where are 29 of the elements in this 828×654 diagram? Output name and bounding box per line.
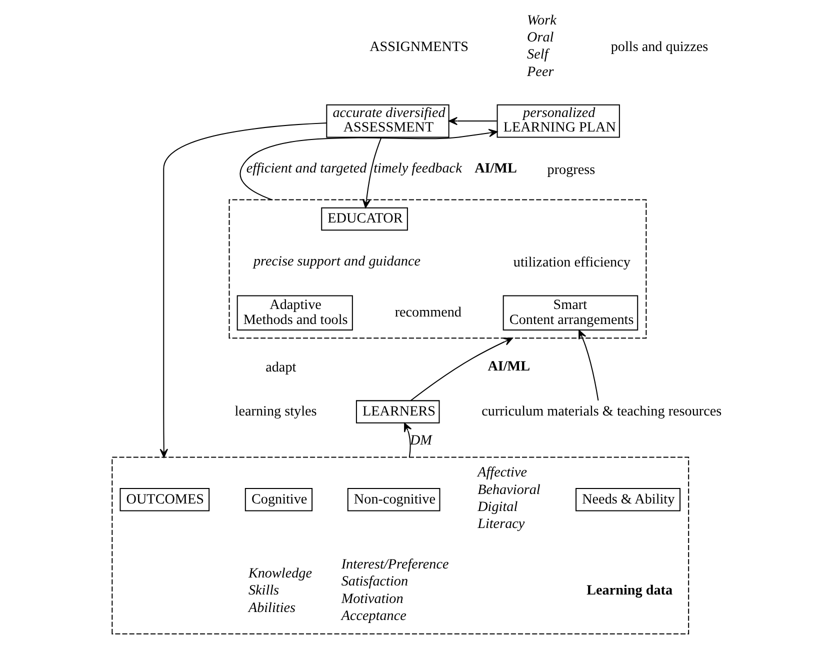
label: Satisfaction [341, 573, 408, 590]
label: Learning data [586, 582, 673, 598]
label: recommend [394, 304, 462, 320]
label: Digital [478, 498, 518, 514]
label: utilization efficiency [513, 254, 630, 270]
label: AI/ML [488, 358, 530, 374]
edge-label: efficient and targeted [246, 160, 367, 176]
label: Acceptance [341, 607, 406, 624]
label: AI/ML [474, 160, 517, 176]
label: Abilities [248, 599, 296, 616]
label: polls and quizzes [610, 38, 708, 55]
label: Skills [248, 582, 280, 598]
label: progress [547, 161, 596, 178]
label: Peer [527, 63, 554, 80]
label: learning styles [234, 403, 317, 420]
label: Behavioral [478, 481, 540, 498]
label: Literacy [478, 516, 525, 532]
node-text: curriculum materials & teaching resources [482, 403, 722, 420]
label: Oral [527, 29, 554, 46]
label: ASSIGNMENTS [370, 38, 468, 55]
label: Self [527, 46, 548, 62]
label: Work [527, 12, 556, 28]
label: Motivation [341, 590, 404, 606]
label: Affective [478, 464, 528, 480]
edge-label: timely feedback [374, 160, 462, 176]
label: Interest/Preference [341, 556, 449, 572]
label: precise support and guidance [253, 253, 420, 270]
label: adapt [266, 359, 296, 376]
label: Knowledge [248, 565, 312, 582]
